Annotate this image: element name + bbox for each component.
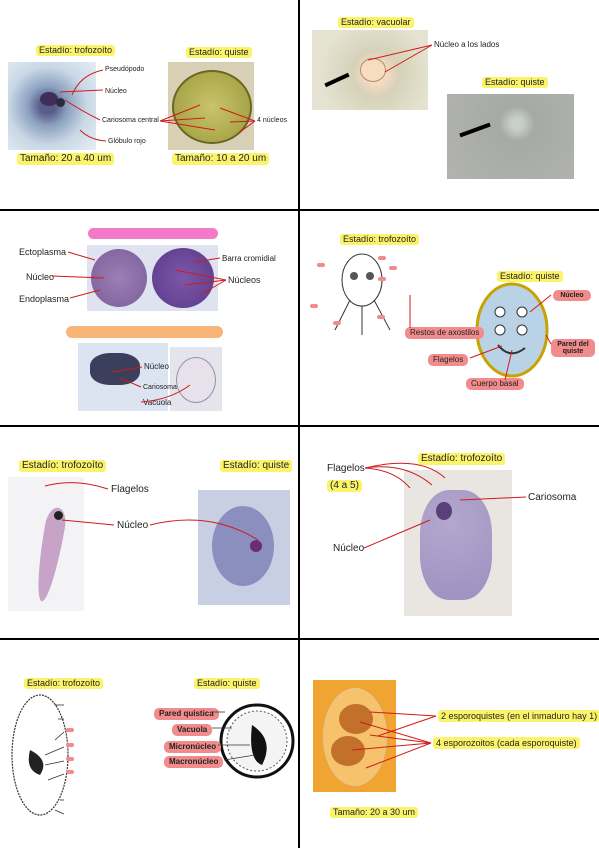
size-quiste: Tamaño: 10 a 20 um — [172, 153, 270, 165]
label-nucleo-3b: Núcleo — [144, 362, 169, 371]
stage-vacuolar-label: Estadío: vacuolar — [338, 17, 414, 28]
label-4-nucleos: 4 núcleos — [257, 117, 287, 124]
label-nucleos: Núcleos — [228, 275, 261, 285]
stage-quiste-label: Estadío: quiste — [186, 47, 252, 58]
label-esporoquistes: 2 esporoquistes (en el inmaduro hay 1) — [438, 710, 599, 722]
label-esporozoitos: 4 esporozoitos (cada esporoquiste) — [433, 737, 580, 749]
trofo-label-7 — [66, 796, 74, 800]
tiny-label-1 — [317, 263, 325, 267]
label-cuerpo-basal: Cuerpo basal — [466, 378, 524, 390]
label-ectoplasma: Ectoplasma — [19, 247, 67, 257]
tiny-label-2 — [378, 256, 386, 260]
label-nucleo-5: Núcleo — [117, 520, 149, 531]
entamoeba-2-micrograph — [150, 245, 218, 311]
entamoeba-4-micrograph — [170, 347, 222, 411]
stage-quiste-label-5: Estadío: quiste — [220, 460, 293, 472]
stage-quiste-label-4: Estadío: quiste — [497, 271, 563, 282]
label-pared-quiste: Pared del quiste — [551, 339, 595, 357]
stage-trofozoito-label-7: Estadío: trofozoíto — [24, 678, 104, 689]
label-flagelos-6: Flagelos — [327, 463, 365, 474]
vertical-divider — [298, 0, 300, 848]
tiny-label-5 — [310, 304, 318, 308]
tiny-label-4 — [378, 277, 386, 281]
trofo-label-3 — [66, 728, 74, 732]
tiny-label-6 — [333, 321, 341, 325]
label-micronucleo: Micronúcleo — [164, 741, 222, 753]
horizontal-divider-2 — [0, 425, 599, 427]
label-globulo-rojo: Glóbulo rojo — [108, 138, 146, 145]
stage-trofozoito-label-4: Estadío: trofozoíto — [340, 234, 420, 245]
label-macronucleo: Macronúcleo — [164, 756, 224, 768]
label-vacuola-7: Vacuola — [172, 724, 213, 736]
trofo-label-4 — [66, 743, 74, 747]
label-nucleo: Núcleo — [105, 88, 127, 95]
stage-trofozoito-label: Estadío: trofozoíto — [36, 45, 116, 56]
label-pared-quistica: Pared quística — [154, 708, 219, 720]
horizontal-divider-1 — [0, 209, 599, 211]
label-barra-cromidial: Barra cromidial — [222, 254, 276, 263]
trofo-label-8 — [66, 810, 74, 814]
tiny-label-3 — [389, 266, 397, 270]
label-pseudopodo: Pseudópodo — [105, 66, 145, 73]
trofo-label-5 — [66, 757, 74, 761]
quiste-micrograph — [168, 62, 254, 150]
label-flagelos-5: Flagelos — [111, 484, 149, 495]
stage-quiste-label-7: Estadío: quiste — [194, 678, 260, 689]
vacuolar-micrograph — [312, 30, 428, 110]
trofozoito-micrograph — [8, 62, 96, 150]
label-flagelos-count: (4 a 5) — [327, 480, 362, 492]
label-nucleo-3: Núcleo — [26, 272, 55, 282]
size-isospora: Tamaño: 20 a 30 um — [330, 807, 419, 818]
trichomonas-quiste-image — [198, 490, 290, 605]
stage-quiste-label-2: Estadío: quiste — [482, 77, 548, 88]
label-nucleo-4: Núcleo — [553, 290, 591, 301]
pink-band — [88, 228, 218, 239]
label-cariosoma-6: Cariosoma — [528, 492, 577, 503]
label-restos-axostilos: Restos de axostilos — [405, 327, 485, 339]
trichomonas-trofozoito-image — [8, 477, 84, 611]
label-endoplasma: Endoplasma — [19, 294, 70, 304]
entamoeba-1-micrograph — [87, 245, 151, 311]
label-flagelos-4: Flagelos — [428, 354, 469, 366]
orange-band — [66, 326, 223, 338]
stage-trofozoito-label-6: Estadío: trofozoíto — [418, 453, 506, 465]
label-nucleo-6: Núcleo — [333, 543, 365, 554]
stage-trofozoito-label-5: Estadío: trofozoíto — [19, 460, 107, 472]
trofo-label-6 — [66, 770, 74, 774]
label-nucleo-lados: Núcleo a los lados — [434, 40, 500, 49]
tiny-label-7 — [377, 315, 385, 319]
horizontal-divider-3 — [0, 638, 599, 640]
label-cariosoma-3: Cariosoma — [143, 384, 177, 391]
label-vacuola-3: Vacuola — [143, 398, 172, 407]
trofo-label-1 — [66, 701, 74, 705]
quiste-micrograph-2 — [447, 94, 574, 179]
isospora-micrograph — [313, 680, 396, 792]
size-trofozoito: Tamaño: 20 a 40 um — [17, 153, 115, 165]
label-cariosoma-central: Cariosoma central — [102, 117, 159, 124]
trichomonas-trofozoito-image-6 — [404, 470, 512, 616]
trofo-label-2 — [66, 715, 74, 719]
